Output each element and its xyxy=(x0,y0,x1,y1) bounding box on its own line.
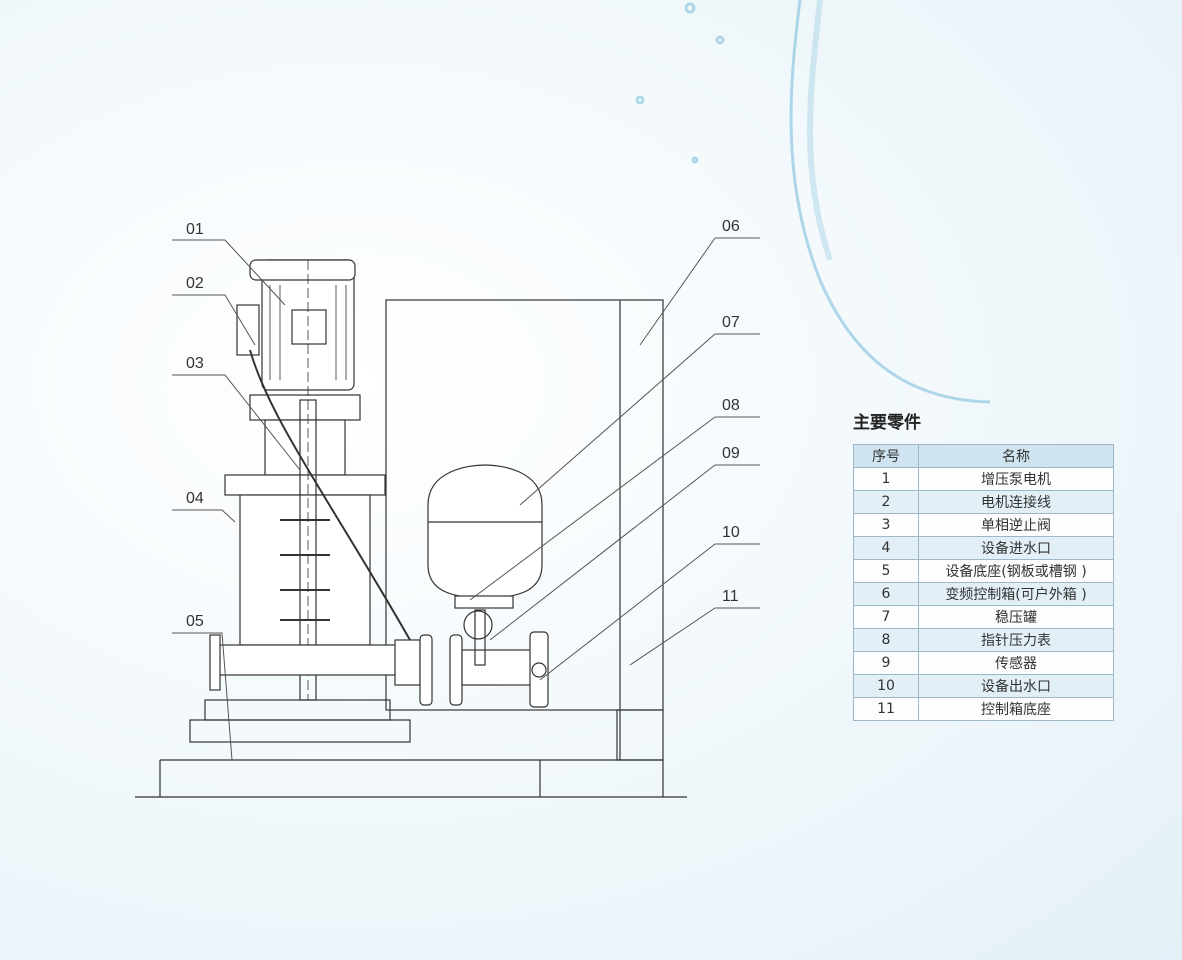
callout-01: 01 xyxy=(186,221,204,238)
equipment-base xyxy=(135,759,687,798)
control-box-base xyxy=(616,709,664,761)
part-number: 7 xyxy=(853,605,919,629)
part-name: 控制箱底座 xyxy=(918,697,1114,721)
inlet-pipe xyxy=(214,644,406,676)
callout-10: 10 xyxy=(722,524,740,541)
part-number: 6 xyxy=(853,582,919,606)
part-name: 设备底座(钢板或槽钢 ) xyxy=(918,559,1114,583)
part-name: 传感器 xyxy=(918,651,1114,675)
part-name: 变频控制箱(可户外箱 ) xyxy=(918,582,1114,606)
part-name: 增压泵电机 xyxy=(918,467,1114,491)
pressure-gauge xyxy=(463,610,493,640)
callout-11: 11 xyxy=(722,588,739,605)
part-name: 设备进水口 xyxy=(918,536,1114,560)
callout-lines xyxy=(172,237,760,761)
part-number: 3 xyxy=(853,513,919,537)
water-splash xyxy=(635,0,991,404)
callout-04: 04 xyxy=(186,490,204,507)
part-number: 1 xyxy=(853,467,919,491)
part-name: 指针压力表 xyxy=(918,628,1114,652)
part-number: 11 xyxy=(853,697,919,721)
part-name: 电机连接线 xyxy=(918,490,1114,514)
callout-09: 09 xyxy=(722,445,740,462)
callout-05: 05 xyxy=(186,613,204,630)
pump-base-plate xyxy=(189,719,411,743)
motor-cable xyxy=(249,349,411,641)
table-header-row: 序号 名称 xyxy=(853,444,1114,468)
callout-03: 03 xyxy=(186,355,204,372)
part-number: 5 xyxy=(853,559,919,583)
callout-06: 06 xyxy=(722,218,740,235)
part-number: 4 xyxy=(853,536,919,560)
outlet-flange xyxy=(529,631,549,708)
header-name: 名称 xyxy=(918,444,1114,468)
callout-08: 08 xyxy=(722,397,740,414)
callout-07: 07 xyxy=(722,314,740,331)
drawing xyxy=(135,259,687,798)
part-number: 9 xyxy=(853,651,919,675)
part-name: 稳压罐 xyxy=(918,605,1114,629)
callout-labels: 01 02 03 04 05 06 07 08 09 10 11 xyxy=(186,218,740,630)
part-name: 设备出水口 xyxy=(918,674,1114,698)
part-number: 8 xyxy=(853,628,919,652)
parts-table-title: 主要零件 xyxy=(853,413,921,433)
pressure-tank xyxy=(427,464,543,599)
part-number: 2 xyxy=(853,490,919,514)
callout-02: 02 xyxy=(186,275,204,292)
pump-body xyxy=(239,494,371,646)
part-number: 10 xyxy=(853,674,919,698)
header-no: 序号 xyxy=(853,444,919,468)
part-name: 单相逆止阀 xyxy=(918,513,1114,537)
